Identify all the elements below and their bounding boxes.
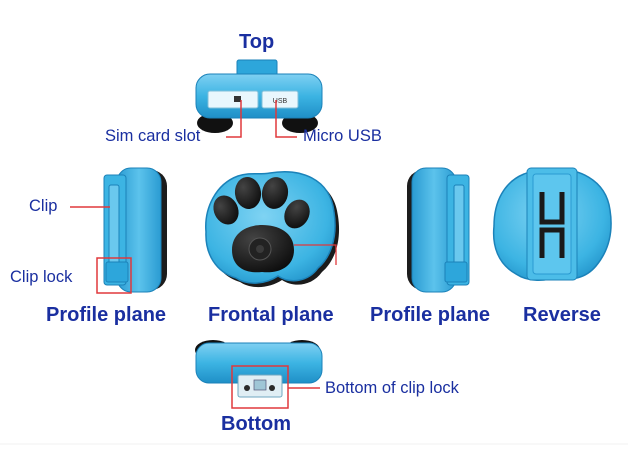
bottom-callout-box bbox=[231, 365, 289, 409]
bottom-screw-right bbox=[269, 385, 275, 391]
toe-pad-1 bbox=[213, 195, 239, 225]
toe-pad-2 bbox=[234, 177, 262, 209]
profile-left-title: Profile plane bbox=[46, 304, 167, 326]
usb-port bbox=[261, 90, 299, 109]
reverse-emboss-top bbox=[539, 192, 565, 225]
toe-pad-4 bbox=[284, 199, 310, 229]
right-profile-view bbox=[407, 167, 470, 293]
micro-usb-label: Micro USB bbox=[303, 127, 382, 145]
clip-lock-callout-box bbox=[96, 257, 132, 294]
bottom-lock-tab bbox=[253, 379, 267, 391]
reverse-view bbox=[492, 167, 612, 281]
top-view-title: Top bbox=[239, 31, 275, 53]
clip-lock bbox=[105, 261, 129, 283]
toe-pad-3 bbox=[261, 177, 289, 209]
frontal-callout-line bbox=[294, 244, 337, 265]
bottom-screw-left bbox=[244, 385, 250, 391]
frontal-title: Frontal plane bbox=[208, 304, 334, 326]
usb-callout-line bbox=[275, 100, 297, 138]
usb-marking: USB bbox=[273, 98, 288, 105]
profile-right-title: Profile plane bbox=[370, 304, 491, 326]
left-profile-view bbox=[70, 167, 167, 294]
clip-label: Clip bbox=[29, 197, 58, 215]
sim-slot bbox=[207, 90, 259, 109]
center-button-dot bbox=[256, 245, 264, 253]
bottom-view-title: Bottom bbox=[221, 413, 291, 435]
bottom-view bbox=[195, 340, 323, 409]
sim-callout-line bbox=[226, 100, 242, 138]
frontal-view bbox=[205, 171, 340, 288]
top-view: USB bbox=[195, 59, 323, 138]
right-clip-lock bbox=[444, 261, 468, 283]
clip-lock-label: Clip lock bbox=[10, 268, 73, 286]
reverse-emboss-bottom bbox=[539, 227, 565, 258]
sim-card-slot-label: Sim card slot bbox=[105, 127, 201, 145]
sim-slot-marker bbox=[234, 96, 241, 102]
bottom-clip-lock-label: Bottom of clip lock bbox=[325, 379, 459, 397]
reverse-title: Reverse bbox=[523, 304, 601, 326]
